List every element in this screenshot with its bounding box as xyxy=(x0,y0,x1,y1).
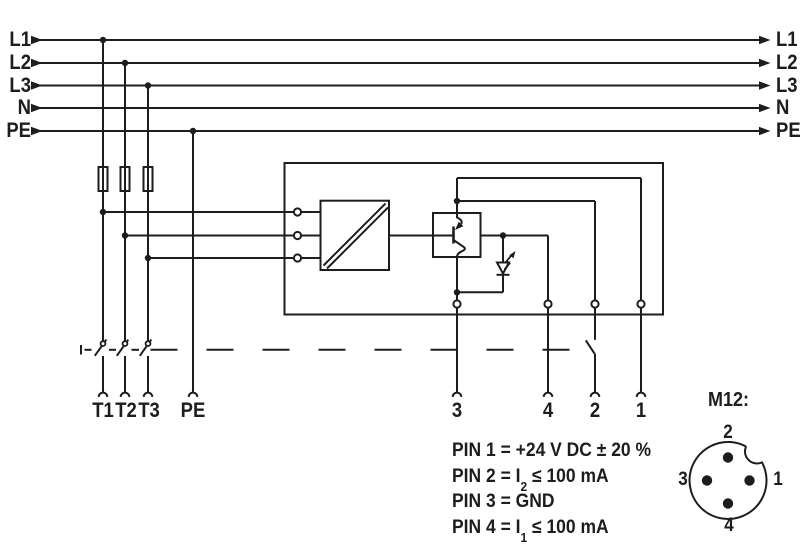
arrow-right-icon xyxy=(759,35,771,45)
terminal-label-4: 4 xyxy=(542,399,554,422)
arrow-right-icon xyxy=(759,103,771,113)
m12-pin-4 xyxy=(722,498,734,509)
switch-assembly xyxy=(80,339,596,357)
arrow-right-icon xyxy=(759,81,771,90)
pin2-prefix: PIN 2 = I xyxy=(452,466,521,487)
arrow-right-icon xyxy=(31,103,43,113)
transistor-icon xyxy=(433,213,466,258)
device-port-circles xyxy=(292,207,646,309)
pin4-prefix: PIN 4 = I xyxy=(452,517,521,538)
switch-blade xyxy=(584,339,596,355)
m12-pin-label-1: 1 xyxy=(773,469,783,490)
m12-connector xyxy=(688,441,768,520)
arrow-right-icon xyxy=(31,126,43,136)
bus-label-left-n: N xyxy=(17,96,31,119)
switch-contact xyxy=(144,340,152,347)
terminal-socket-icons xyxy=(97,391,647,398)
pin4-subscript: 1 xyxy=(520,529,528,545)
bus-label-left-l1: L1 xyxy=(9,28,31,51)
fuse-icon xyxy=(142,166,154,192)
pin-info-line-2: PIN 2 = I2 ≤ 100 mA xyxy=(452,465,609,493)
converter-diagonal xyxy=(322,202,387,267)
dc-converter-box xyxy=(319,199,390,271)
terminal-label-2: 2 xyxy=(589,399,601,422)
bus-label-right-pe: PE xyxy=(776,119,800,142)
switch-contact xyxy=(121,340,129,347)
m12-pin-label-2: 2 xyxy=(723,422,733,443)
arrow-right-icon xyxy=(759,58,771,68)
m12-pin-label-4: 4 xyxy=(724,515,734,536)
m12-pin-3 xyxy=(701,475,713,486)
arrow-right-icon xyxy=(31,81,43,90)
fuse-icon xyxy=(97,166,109,192)
phase-drops xyxy=(102,40,194,393)
bus-label-left-pe: PE xyxy=(6,119,32,142)
bus-label-left-l3: L3 xyxy=(9,73,31,97)
bus-label-right-l3: L3 xyxy=(776,73,798,97)
m12-pin-dots xyxy=(701,452,755,509)
switch-contact xyxy=(99,340,107,347)
arrow-right-icon xyxy=(759,126,771,136)
terminal-label-3: 3 xyxy=(451,399,463,422)
pin2-subscript: 2 xyxy=(520,478,528,494)
m12-pin-2 xyxy=(722,452,734,463)
converter-diagonal xyxy=(326,206,389,270)
arrow-right-icon xyxy=(31,35,43,45)
device-enclosure-box xyxy=(283,162,664,316)
terminal-label-pe: PE xyxy=(180,399,206,422)
pin-info-line-3: PIN 3 = GND xyxy=(452,491,555,512)
flow-arrow-icons xyxy=(31,35,771,136)
inner-wiring xyxy=(456,177,642,301)
bus-label-left-l2: L2 xyxy=(9,51,31,74)
bus-label-right-n: N xyxy=(776,96,790,119)
bus-label-right-l2: L2 xyxy=(776,51,798,74)
terminal-label-t1: T1 xyxy=(92,399,114,422)
led-flash-icon xyxy=(503,251,516,271)
led-triangle-icon xyxy=(495,261,511,276)
transistor-box xyxy=(432,212,482,258)
pin-info-line-1: PIN 1 = +24 V DC ± 20 % xyxy=(452,440,652,461)
led-indicator xyxy=(495,251,516,276)
fuse-icon xyxy=(119,166,131,192)
m12-pin-1 xyxy=(744,475,755,486)
bus-lines xyxy=(31,35,771,136)
arrow-right-icon xyxy=(31,58,43,68)
terminal-label-t3: T3 xyxy=(138,399,160,422)
pin-info-line-4: PIN 4 = I1 ≤ 100 mA xyxy=(452,516,609,544)
m12-connector-title: M12: xyxy=(708,389,750,411)
terminal-label-t2: T2 xyxy=(115,399,137,422)
bus-label-right-l1: L1 xyxy=(776,28,798,51)
input-feed-lines xyxy=(103,211,321,259)
terminal-label-1: 1 xyxy=(635,399,647,422)
m12-pin-label-3: 3 xyxy=(678,469,688,490)
m12-body-circle xyxy=(688,441,768,520)
pin4-suffix: ≤ 100 mA xyxy=(527,517,609,538)
pin2-suffix: ≤ 100 mA xyxy=(527,466,609,487)
fuses xyxy=(97,166,154,192)
junction-dots xyxy=(99,36,507,296)
